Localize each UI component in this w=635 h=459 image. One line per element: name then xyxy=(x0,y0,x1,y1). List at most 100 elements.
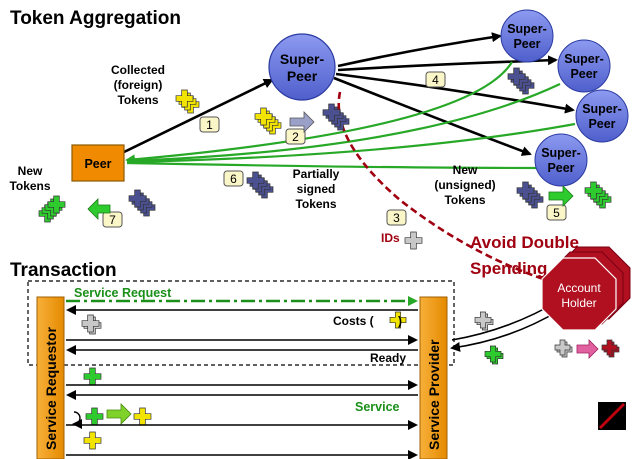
loop-arrow-icon xyxy=(72,411,83,429)
service-label: Service xyxy=(355,400,400,414)
svg-text:Peer: Peer xyxy=(513,37,540,51)
partially-signed-label: Partially xyxy=(293,167,340,181)
token-cross-icon xyxy=(47,195,66,214)
super-peer-2: Super- Peer xyxy=(557,39,611,93)
step-3: 3 xyxy=(386,209,407,226)
svg-text:Peer: Peer xyxy=(547,161,574,175)
request-cost-box xyxy=(27,280,455,366)
token-stack-icon xyxy=(404,231,423,250)
small-arrow-icons xyxy=(87,111,599,425)
peer-node: Peer xyxy=(71,144,125,182)
transaction-message-arrows xyxy=(66,305,418,459)
token-cross-icon xyxy=(322,103,341,122)
new-tokens-label: New xyxy=(18,164,43,178)
token-aggregation-title: Token Aggregation xyxy=(10,8,181,29)
token-cross-icon xyxy=(474,311,492,329)
svg-text:Service Requestor: Service Requestor xyxy=(43,327,59,450)
token-stack-icon xyxy=(85,407,104,426)
arrow-icon xyxy=(548,185,574,207)
token-cross-icon xyxy=(507,67,526,86)
step-7: 7 xyxy=(102,211,123,228)
svg-text:2: 2 xyxy=(292,130,299,144)
svg-text:3: 3 xyxy=(393,211,400,225)
svg-text:Super-: Super- xyxy=(541,146,581,160)
token-cross-icon xyxy=(254,107,273,126)
peer-to-superpeer-arrow xyxy=(123,78,274,154)
sp-arrow-1 xyxy=(337,32,502,68)
step-1: 1 xyxy=(199,116,220,133)
token-stack-icon xyxy=(254,107,282,135)
token-cross-icon xyxy=(83,367,102,386)
svg-text:Peer: Peer xyxy=(84,157,111,171)
token-stack-icon xyxy=(128,189,156,217)
token-stack-icon xyxy=(507,67,535,95)
token-cross-icon xyxy=(584,181,603,200)
svg-text:signed: signed xyxy=(297,182,336,196)
token-stack-icon xyxy=(133,407,152,426)
arrow-icon xyxy=(106,403,132,425)
arrow-icon xyxy=(289,111,315,133)
super-peer-4: Super- Peer xyxy=(534,133,588,187)
step-2: 2 xyxy=(285,128,306,145)
token-stack-icon xyxy=(81,314,102,335)
aggregation-arrows xyxy=(123,32,575,156)
svg-text:4: 4 xyxy=(432,73,439,87)
costs-label: Costs ( xyxy=(333,314,374,328)
svg-text:(unsigned): (unsigned) xyxy=(434,178,495,192)
svg-text:Super-: Super- xyxy=(582,102,622,116)
token-stack-icon xyxy=(601,339,620,358)
collected-tokens-label: Collected xyxy=(111,63,165,77)
svg-text:Tokens: Tokens xyxy=(444,193,485,207)
token-stack-icon xyxy=(322,103,350,131)
token-stack-icon xyxy=(38,195,66,223)
transaction-title: Transaction xyxy=(10,260,117,281)
svg-text:1: 1 xyxy=(206,118,213,132)
token-cross-icon xyxy=(516,181,535,200)
svg-text:Holder: Holder xyxy=(561,296,596,310)
svg-text:Peer: Peer xyxy=(588,117,615,131)
token-stack-icon xyxy=(474,311,494,331)
token-cross-icon xyxy=(484,345,502,363)
token-cross-icon xyxy=(83,431,102,450)
token-stack-icon xyxy=(175,89,200,114)
token-cross-icon xyxy=(246,171,265,190)
step-5: 5 xyxy=(546,204,567,221)
svg-text:Tokens: Tokens xyxy=(295,197,336,211)
avoid-double-label: Avoid Double xyxy=(470,233,579,252)
svg-text:): ) xyxy=(398,314,402,328)
service-provider-bar: Service Provider xyxy=(419,296,448,459)
svg-text:Peer: Peer xyxy=(570,67,597,81)
token-cross-icon xyxy=(554,339,571,356)
token-cross-icon xyxy=(128,189,147,208)
token-stack-icon xyxy=(516,181,544,209)
service-requestor-bar: Service Requestor xyxy=(36,296,65,459)
svg-text:Super-: Super- xyxy=(280,51,325,67)
token-stack-icon xyxy=(484,345,504,365)
token-stack-icon xyxy=(554,339,573,358)
token-cross-icon xyxy=(175,89,194,108)
green-return-arrows xyxy=(125,61,576,170)
sp-arrow-4 xyxy=(333,76,532,156)
super-peer-3: Super- Peer xyxy=(575,89,629,143)
new-unsigned-label: New xyxy=(453,163,478,177)
svg-text:5: 5 xyxy=(553,206,560,220)
token-stack-icon xyxy=(83,367,102,386)
account-holder: Account Holder xyxy=(541,246,631,331)
token-stack-icon xyxy=(246,171,274,199)
svg-text:(foreign): (foreign) xyxy=(114,78,163,92)
ready-label: Ready xyxy=(370,351,406,365)
svg-text:Service Provider: Service Provider xyxy=(426,339,442,450)
step-4: 4 xyxy=(425,71,446,88)
service-request-label: Service Request xyxy=(74,286,172,300)
token-cross-icon xyxy=(81,314,100,333)
svg-text:Peer: Peer xyxy=(287,68,318,84)
step-badges: 1 2 3 4 5 6 7 xyxy=(102,71,567,228)
svg-text:Super-: Super- xyxy=(507,22,547,36)
no-entry-icon xyxy=(598,402,626,430)
step-6: 6 xyxy=(223,170,244,187)
sp-arrow-3 xyxy=(335,72,575,114)
arrow-icon xyxy=(576,339,599,359)
arrow-icon xyxy=(87,198,111,220)
token-cross-icon xyxy=(601,339,618,356)
